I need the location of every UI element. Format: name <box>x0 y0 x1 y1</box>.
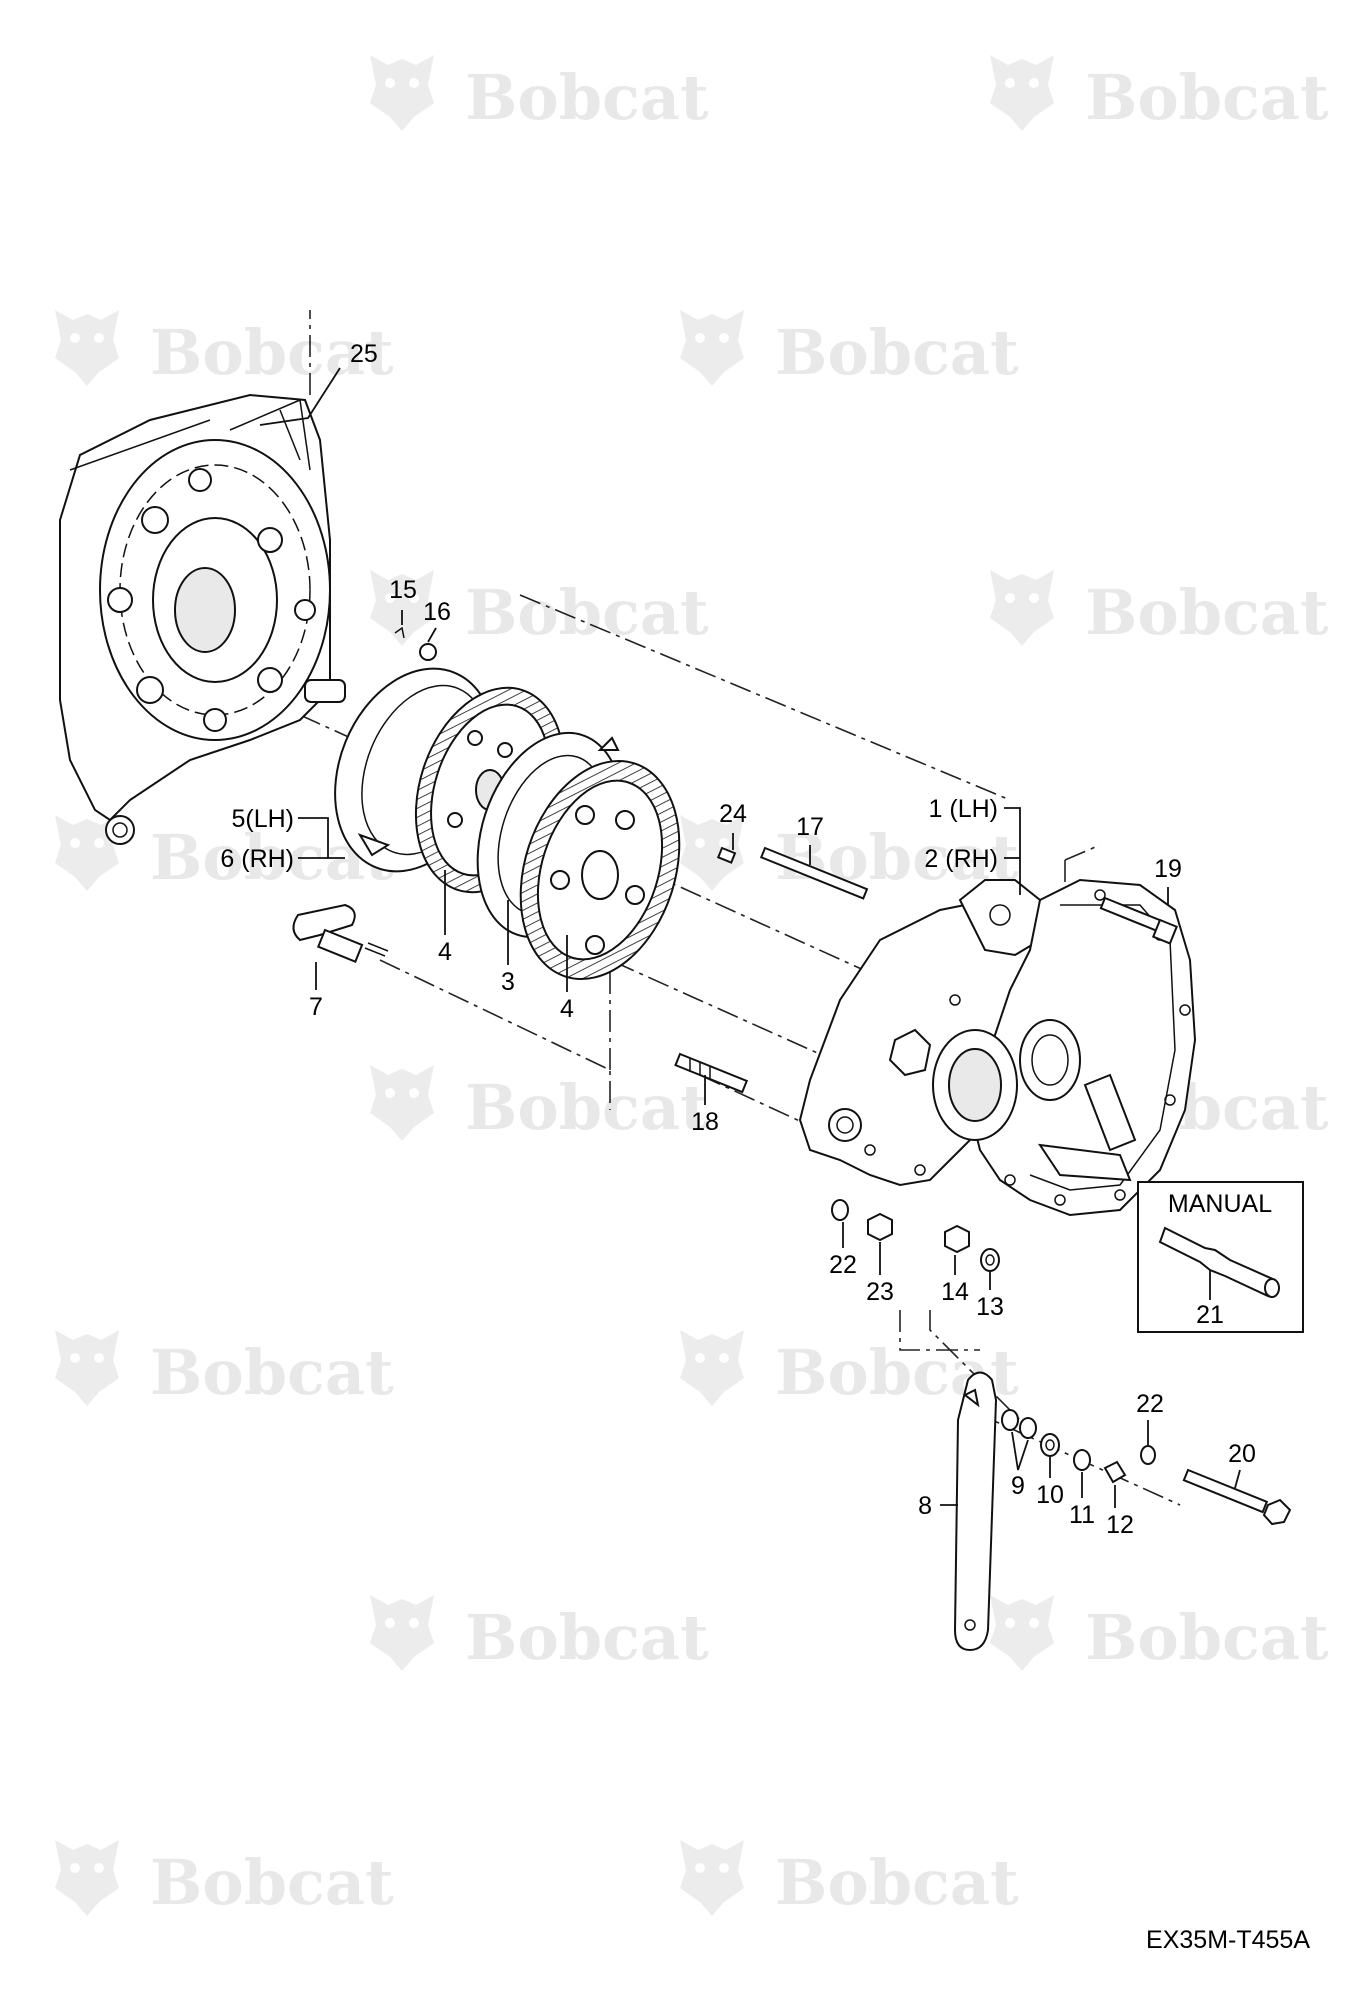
callout-16: 16 <box>423 598 451 626</box>
release-pin <box>292 903 389 963</box>
callout-12: 12 <box>1106 1511 1134 1539</box>
clutch-housing <box>798 878 1197 1217</box>
lever-hardware <box>1001 1409 1156 1484</box>
watermark-text: Bobcat <box>1085 1601 1329 1674</box>
washers-and-nuts <box>831 1199 1000 1272</box>
callout-4: 4 <box>438 938 452 966</box>
small-pin-and-ball <box>394 626 437 661</box>
release-lever <box>953 1371 998 1652</box>
callout-19: 19 <box>1154 855 1182 883</box>
manual-inset: MANUAL 21 <box>1137 1181 1304 1333</box>
callout-14: 14 <box>941 1278 969 1306</box>
watermark-text: Bobcat <box>775 1846 1019 1919</box>
callout-2: 2 (RH) <box>924 845 998 873</box>
callout-13: 13 <box>976 1293 1004 1321</box>
watermark-layer: Bobcat Bobcat Bobcat Bobcat Bobcat Bobca… <box>55 55 1329 1919</box>
friction-disc-front <box>519 759 681 981</box>
watermark-text: Bobcat <box>1085 576 1329 649</box>
bolt-20 <box>1182 1468 1292 1526</box>
callout-20: 20 <box>1228 1440 1256 1468</box>
watermark-text: Bobcat <box>150 1336 394 1409</box>
callouts: 25 15 16 5(LH) 6 (RH) 7 4 3 4 24 17 1 (L… <box>220 340 1256 1539</box>
diagram-code: EX35M-T455A <box>1146 1926 1310 1954</box>
watermark-text: Bobcat <box>150 316 394 389</box>
watermark-text: Bobcat <box>1085 61 1329 134</box>
callout-9: 9 <box>1011 1472 1025 1500</box>
inset-title: MANUAL <box>1168 1190 1272 1218</box>
callout-24: 24 <box>719 800 747 828</box>
watermark-text: Bobcat <box>465 576 709 649</box>
callout-21: 21 <box>1196 1301 1224 1329</box>
callout-17: 17 <box>796 813 824 841</box>
watermark-text: Bobcat <box>775 316 1019 389</box>
watermark-text: Bobcat <box>775 821 1019 894</box>
callout-3: 3 <box>501 968 515 996</box>
watermark-text: Bobcat <box>465 1601 709 1674</box>
watermark-text: Bobcat <box>465 1071 709 1144</box>
studs <box>674 846 869 1094</box>
watermark-text: Bobcat <box>150 1846 394 1919</box>
callout-6: 6 (RH) <box>220 845 294 873</box>
leader-lines <box>259 367 1241 1508</box>
callout-18: 18 <box>691 1108 719 1136</box>
callout-1: 1 (LH) <box>929 795 998 823</box>
callout-22: 22 <box>829 1251 857 1279</box>
callout-15: 15 <box>389 576 417 604</box>
callout-7: 7 <box>309 993 323 1021</box>
callout-23: 23 <box>866 1278 894 1306</box>
bolt-19 <box>1099 896 1178 945</box>
callout-25: 25 <box>350 340 378 368</box>
callout-22: 22 <box>1136 1390 1164 1418</box>
callout-10: 10 <box>1036 1481 1064 1509</box>
watermark-text: Bobcat <box>465 61 709 134</box>
callout-4: 4 <box>560 995 574 1023</box>
callout-11: 11 <box>1069 1501 1095 1529</box>
callout-8: 8 <box>918 1492 932 1520</box>
callout-5: 5(LH) <box>231 805 294 833</box>
transmission-housing <box>59 393 346 845</box>
